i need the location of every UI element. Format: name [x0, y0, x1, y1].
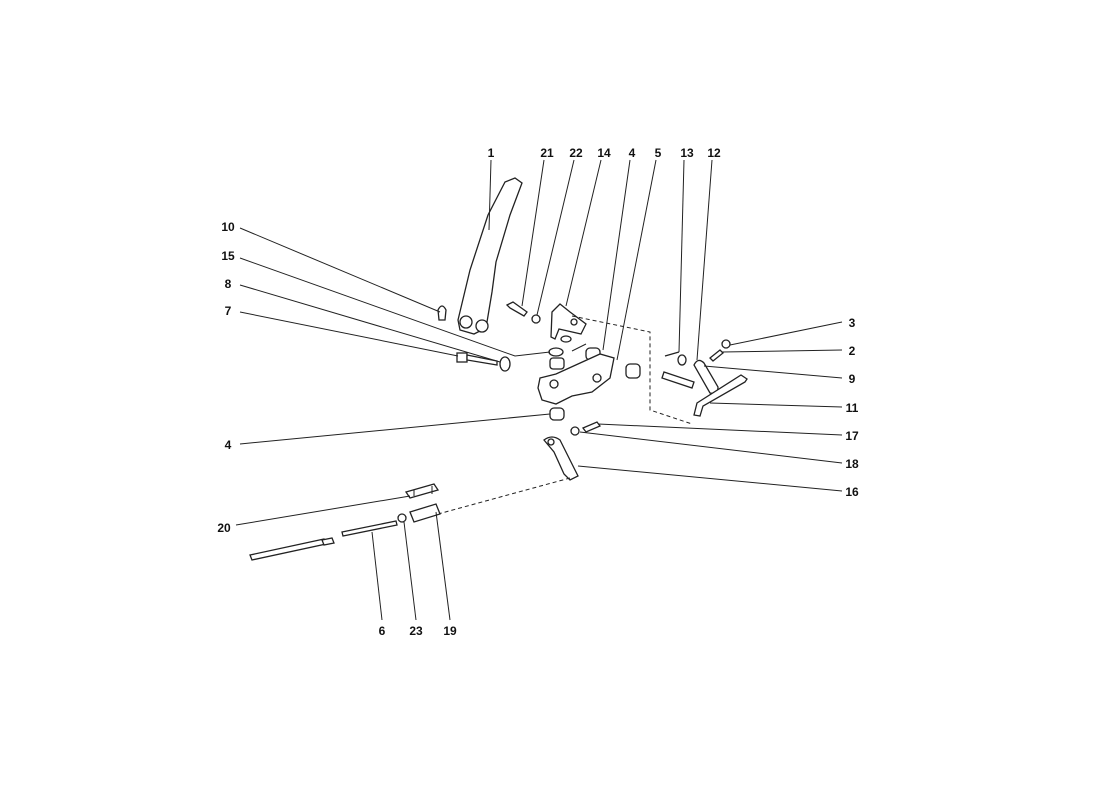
- nut-part-3: [721, 339, 731, 349]
- linkage-dashed-line: [437, 477, 571, 515]
- cable-end-part-20: [404, 483, 440, 499]
- callout-17: 17: [845, 429, 859, 443]
- pedal-arm: [457, 177, 523, 335]
- lever-part-9: [661, 359, 719, 395]
- washer-part-12: [677, 354, 687, 366]
- washer-part-15: [548, 347, 564, 357]
- rod-part-11: [693, 374, 748, 417]
- clip-part-10: [437, 305, 447, 321]
- callout-6: 6: [379, 624, 386, 638]
- callout-19: 19: [443, 624, 457, 638]
- lever-part-16: [543, 436, 579, 481]
- nut-part-23: [397, 513, 407, 523]
- callout-1: 1: [488, 146, 495, 160]
- bolt-part-7: [456, 352, 511, 372]
- bush-part-upper: [549, 357, 565, 370]
- bolt-part-17: [581, 421, 602, 433]
- callout-10: 10: [221, 220, 235, 234]
- callout-3: 3: [849, 316, 856, 330]
- nut-part-22: [531, 314, 541, 324]
- callout-11: 11: [846, 401, 859, 415]
- callout-2: 2: [849, 344, 856, 358]
- bracket-part-14: [550, 303, 587, 343]
- clevis-part-19: [409, 503, 441, 523]
- bush-part-4-lower: [549, 407, 565, 421]
- callout-4-bottom: 4: [225, 438, 232, 452]
- clip-part-13: [664, 351, 680, 357]
- bolt-part-21: [505, 301, 528, 317]
- callout-5: 5: [655, 146, 662, 160]
- callout-18: 18: [845, 457, 859, 471]
- callout-9: 9: [849, 372, 856, 386]
- callout-7: 7: [225, 304, 232, 318]
- callout-13: 13: [680, 146, 694, 160]
- callout-12: 12: [707, 146, 721, 160]
- callout-8: 8: [225, 277, 232, 291]
- pin-part: [571, 343, 587, 352]
- callout-23: 23: [409, 624, 423, 638]
- callout-15: 15: [221, 249, 235, 263]
- pivot-bracket-part-5: [537, 347, 641, 405]
- callout-14: 14: [597, 146, 611, 160]
- leader-lines: [235, 159, 843, 621]
- callout-21: 21: [540, 146, 554, 160]
- callout-22: 22: [569, 146, 583, 160]
- nut-part-18: [570, 426, 580, 436]
- callout-4-top: 4: [629, 146, 636, 160]
- callout-16: 16: [845, 485, 859, 499]
- bolt-part-2: [709, 349, 724, 362]
- cable-part-6: [249, 520, 398, 561]
- callout-20: 20: [217, 521, 231, 535]
